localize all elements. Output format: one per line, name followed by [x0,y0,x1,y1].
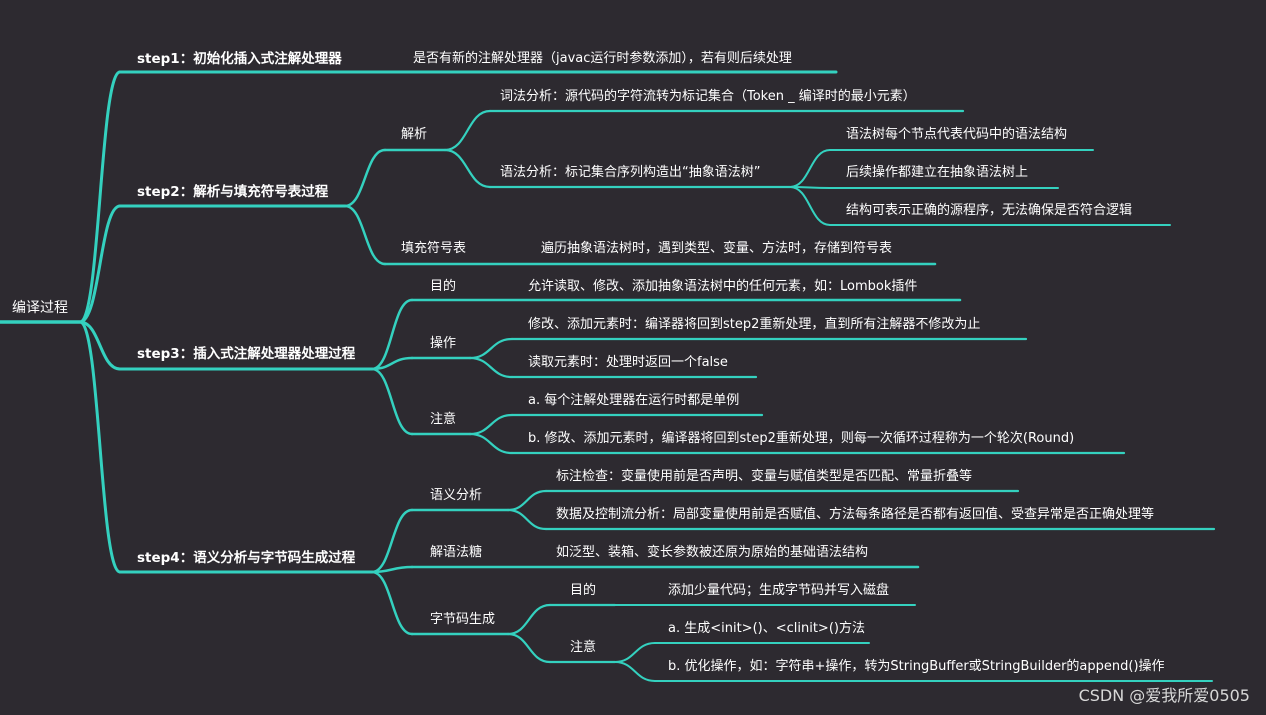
connector-28 [370,367,414,436]
syntax-point-2: 后续操作都建立在抽象语法树上 [846,165,1029,180]
semantic-item-1: 标注检查：变量使用前是否声明、变量与赋值类型是否匹配、常量折叠等 [556,469,973,484]
bytecode-label: 字节码生成 [430,612,496,627]
connector-12 [343,204,387,266]
connector-32 [468,356,514,379]
parse-label: 解析 [401,127,428,142]
fill-symbol-table-detail: 遍历抽象语法树时，遇到类型、变量、方法时，存储到符号表 [541,241,893,256]
step3-operation-item-1: 修改、添加元素时：编译器将回到step2重新处理，直到所有注解器不修改为止 [528,317,981,332]
step3-operation-item-2: 读取元素时：处理时返回一个false [528,355,728,370]
connector-group [0,70,1216,682]
connector-24 [370,298,414,371]
step1-note: 是否有新的注解处理器（javac运行时参数添加），若有则后续处理 [413,51,792,66]
connector-54 [614,642,656,663]
connector-36 [468,432,514,455]
connector-10 [343,148,387,208]
step3-attention-label: 注意 [430,412,457,427]
bytecode-purpose-detail: 添加少量代码；生成字节码并写入磁盘 [668,583,890,598]
connector-22 [789,186,831,226]
connector-18 [789,149,831,188]
step3-purpose-detail: 允许读取、修改、添加抽象语法树中的任何元素，如：Lombok插件 [528,279,918,294]
step4-label: step4：语义分析与字节码生成过程 [137,550,356,566]
lexical-analysis: 词法分析：源代码的字符流转为标记集合（Token _ 编译时的最小元素） [500,89,916,104]
semantic-item-2: 数据及控制流分析：局部变量使用前是否赋值、方法每条路径是否都有返回值、受查异常是… [556,507,1155,522]
syntax-analysis: 语法分析：标记集合序列构造出“抽象语法树” [500,165,761,180]
connector-48 [506,603,552,636]
connector-42 [370,570,414,636]
fill-symbol-table-label: 填充符号表 [401,241,467,256]
desugar-label: 解语法糖 [430,545,483,560]
connector-46 [506,508,548,531]
bytecode-attention-label: 注意 [570,640,597,655]
step3-purpose-label: 目的 [430,279,457,294]
connector-14 [443,109,492,152]
desugar-detail: 如泛型、装箱、变长参数被还原为原始的基础语法结构 [556,545,869,560]
connector-34 [468,413,514,436]
step3-attention-item-b: b. 修改、添加元素时，编译器将回到step2重新处理，则每一次循环过程称为一个… [528,431,1075,446]
semantic-analysis-label: 语义分析 [430,488,483,503]
bytecode-attention-item-b: b. 优化操作，如：字符串+操作，转为StringBuffer或StringBu… [668,659,1165,674]
syntax-point-3: 结构可表示正确的源程序，无法确保是否符合逻辑 [846,203,1133,218]
connector-56 [614,661,656,682]
connector-16 [443,148,492,189]
connector-50 [506,632,552,664]
watermark: CSDN @爱我所爱0505 [1078,686,1250,705]
connector-2 [78,70,122,324]
connector-44 [506,489,548,512]
connector-8 [78,320,122,574]
connector-30 [468,337,514,360]
connector-4 [78,204,122,324]
bytecode-purpose-label: 目的 [570,583,597,598]
step3-attention-item-a: a. 每个注解处理器在运行时都是单例 [528,393,740,408]
step2-label: step2：解析与填充符号表过程 [137,184,329,200]
step3-operation-label: 操作 [430,336,457,351]
syntax-point-1: 语法树每个节点代表代码中的语法结构 [846,127,1068,142]
root-node-label: 编译过程 [12,300,68,316]
step3-label: step3：插入式注解处理器处理过程 [137,346,356,362]
connector-6 [78,320,122,371]
bytecode-attention-item-a: a. 生成<init>()、<clinit>()方法 [668,621,865,636]
step1-label: step1：初始化插入式注解处理器 [137,51,342,67]
connector-38 [370,508,414,574]
connector-26 [370,356,414,371]
